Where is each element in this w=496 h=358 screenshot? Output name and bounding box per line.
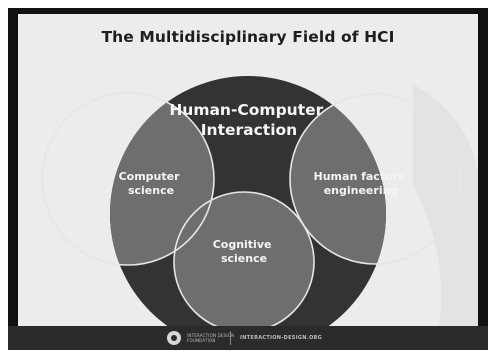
computer-science-label: Computer science xyxy=(119,170,184,197)
computer-science-label-line-2: science xyxy=(128,184,174,197)
page-title: The Multidisciplinary Field of HCI xyxy=(101,28,395,46)
ixdf-logo-icon xyxy=(167,331,181,345)
hci-center-label: Human-Computer Interaction xyxy=(169,101,328,139)
human-factors-label-line-2: engineering xyxy=(324,184,399,197)
computer-science-label-line-1: Computer xyxy=(119,170,181,183)
hci-venn-diagram: Human-Computer Interaction Computer scie… xyxy=(41,76,478,332)
cognitive-science-circle xyxy=(173,191,315,332)
hci-center-label-line-2: Interaction xyxy=(201,121,297,139)
slide-card: The Multidisciplinary Field of HCI xyxy=(18,14,478,332)
footer-website: INTERACTION-DESIGN.ORG xyxy=(240,335,323,341)
computer-science-overlap xyxy=(110,93,214,265)
background-decoration xyxy=(413,84,478,332)
cognitive-science-label-line-1: Cognitive xyxy=(213,238,272,251)
cognitive-science-overlap xyxy=(174,192,314,332)
footer-divider xyxy=(230,331,231,345)
human-factors-label: Human factors engineering xyxy=(314,170,409,197)
footer-bar: INTERACTION DESIGN FOUNDATION INTERACTIO… xyxy=(8,326,488,350)
human-factors-label-line-1: Human factors xyxy=(314,170,406,183)
human-factors-circle xyxy=(289,93,461,265)
cognitive-science-label-line-2: science xyxy=(221,252,267,265)
slide-frame: The Multidisciplinary Field of HCI xyxy=(8,8,488,350)
hci-center-label-line-1: Human-Computer xyxy=(169,101,323,119)
cognitive-science-label: Cognitive science xyxy=(213,238,276,265)
human-factors-overlap xyxy=(290,94,386,264)
footer-brand-name: INTERACTION DESIGN FOUNDATION xyxy=(187,333,235,343)
computer-science-circle xyxy=(41,92,215,266)
